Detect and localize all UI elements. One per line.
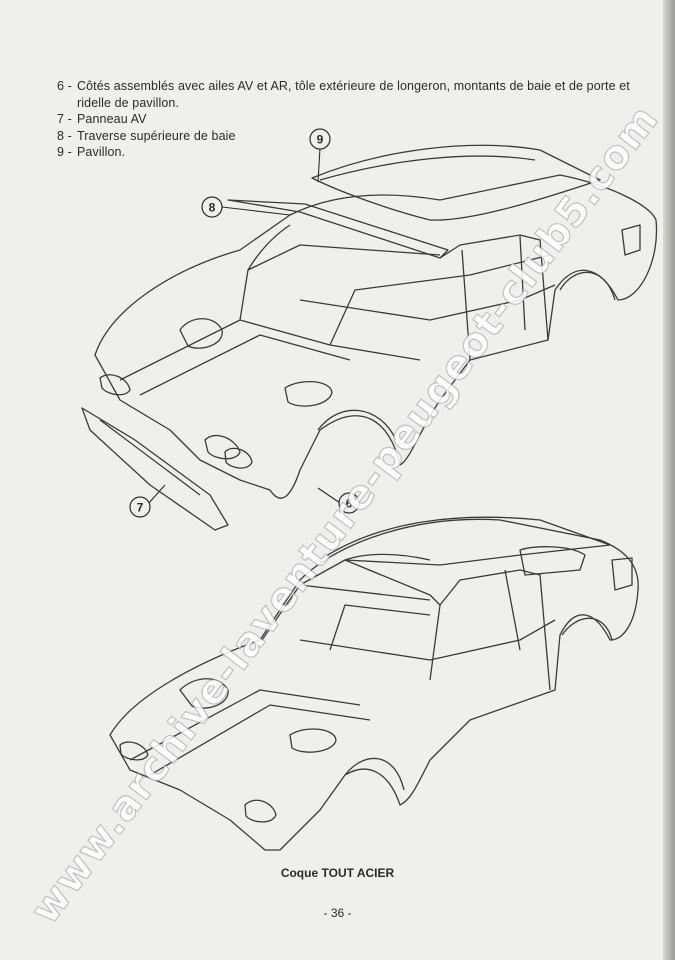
caption-strong: TOUT ACIER — [321, 866, 395, 880]
callout-9: 9 — [309, 128, 331, 150]
legend-item-6: 6 - Côtés assemblés avec ailes AV et AR,… — [57, 78, 647, 111]
legend-number: 8 - — [57, 128, 72, 143]
parts-legend: 6 - Côtés assemblés avec ailes AV et AR,… — [57, 78, 647, 161]
legend-text: Pavillon. — [77, 145, 126, 159]
exploded-body-shell-drawing — [81, 144, 658, 531]
callout-number-7: 7 — [137, 501, 144, 515]
leader-7 — [147, 484, 166, 505]
legend-item-7: 7 - Panneau AV — [57, 111, 647, 128]
page-number: - 36 - — [323, 906, 352, 920]
caption-prefix: Coque — [280, 866, 319, 880]
page-edge-shadow — [663, 0, 675, 960]
callout-number-9: 9 — [317, 133, 324, 147]
callout-number-8: 8 — [209, 201, 216, 215]
legend-number: 9 - — [57, 145, 72, 159]
legend-text: Traverse supérieure de baie — [77, 128, 236, 143]
assembled-body-shell-drawing — [109, 516, 639, 851]
legend-item-8: 8 - Traverse supérieure de baie — [57, 128, 647, 145]
callout-8: 8 — [201, 196, 223, 218]
legend-number: 7 - — [57, 112, 72, 126]
legend-number: 6 - — [57, 79, 72, 93]
legend-item-9: 9 - Pavillon. — [57, 144, 647, 161]
legend-text: Panneau AV — [77, 112, 147, 126]
callout-number-6: 6 — [346, 497, 353, 511]
figure-caption: Coque TOUT ACIER — [0, 866, 675, 880]
leader-8 — [221, 206, 291, 216]
legend-text: Côtés assemblés avec ailes AV et AR, tôl… — [77, 79, 630, 110]
callout-6: 6 — [338, 492, 360, 514]
callout-leaders — [147, 147, 341, 505]
callout-7: 7 — [129, 496, 151, 518]
leader-9 — [317, 147, 321, 183]
leader-6 — [317, 487, 341, 504]
